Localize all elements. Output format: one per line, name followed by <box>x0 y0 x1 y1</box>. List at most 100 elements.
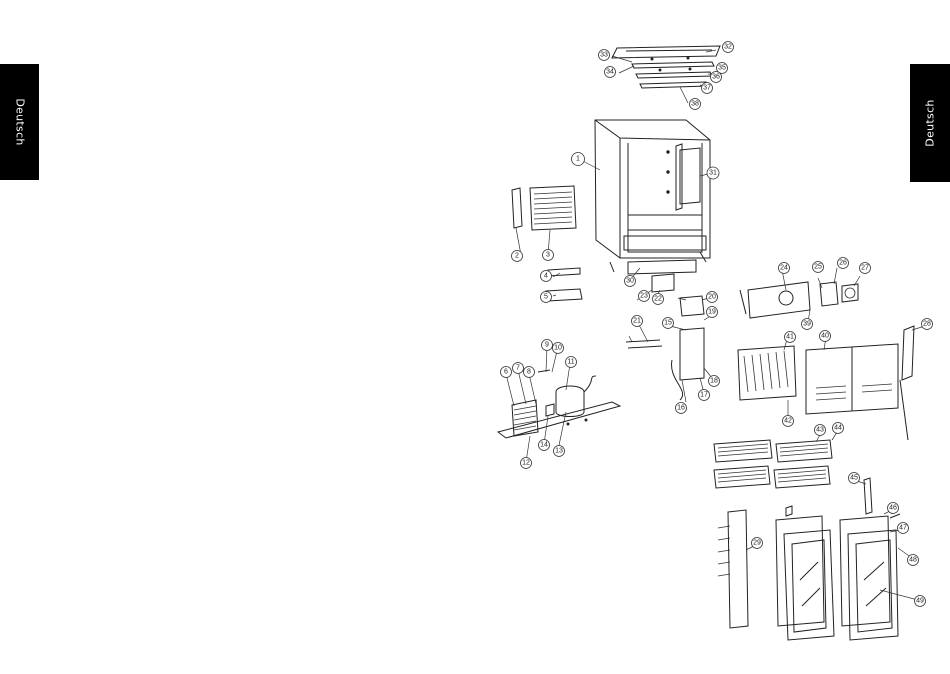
callout-18: 18 <box>709 376 720 387</box>
callout-14: 14 <box>539 440 550 451</box>
svg-text:20: 20 <box>708 294 716 301</box>
svg-text:17: 17 <box>700 392 708 399</box>
callout-12: 12 <box>521 458 532 469</box>
svg-text:31: 31 <box>709 170 717 177</box>
callout-11: 11 <box>566 357 577 368</box>
callout-13: 13 <box>554 446 565 457</box>
callout-26: 26 <box>838 258 849 269</box>
callout-40: 40 <box>820 331 831 342</box>
svg-text:49: 49 <box>916 598 924 605</box>
svg-text:25: 25 <box>814 264 822 271</box>
svg-text:3: 3 <box>546 252 550 259</box>
callout-1: 1 <box>572 153 585 166</box>
callout-47: 47 <box>898 523 909 534</box>
svg-text:16: 16 <box>677 405 685 412</box>
glass-doors <box>718 506 900 640</box>
callout-8: 8 <box>524 367 535 378</box>
callout-17: 17 <box>699 390 710 401</box>
callout-46: 46 <box>888 503 899 514</box>
svg-text:36: 36 <box>712 74 720 81</box>
svg-text:28: 28 <box>923 321 931 328</box>
callout-34: 34 <box>605 67 616 78</box>
svg-text:22: 22 <box>654 296 662 303</box>
svg-text:43: 43 <box>816 427 824 434</box>
svg-text:19: 19 <box>708 309 716 316</box>
callout-24: 24 <box>779 263 790 274</box>
callout-28: 28 <box>922 319 933 330</box>
callout-10: 10 <box>553 343 564 354</box>
callout-27: 27 <box>860 263 871 274</box>
svg-text:11: 11 <box>567 359 574 366</box>
svg-text:26: 26 <box>839 260 847 267</box>
svg-text:13: 13 <box>555 448 563 455</box>
svg-text:10: 10 <box>554 345 562 352</box>
callout-15: 15 <box>663 318 674 329</box>
svg-text:8: 8 <box>527 369 531 376</box>
svg-text:47: 47 <box>899 525 907 532</box>
callout-44: 44 <box>833 423 844 434</box>
callout-25: 25 <box>813 262 824 273</box>
callout-45: 45 <box>849 473 860 484</box>
callout-19: 19 <box>707 307 718 318</box>
compressor-base-assembly <box>498 370 620 438</box>
svg-text:32: 32 <box>724 44 732 51</box>
callout-36: 36 <box>711 72 722 83</box>
svg-text:44: 44 <box>834 425 842 432</box>
callout-6: 6 <box>501 367 512 378</box>
callout-48: 48 <box>908 555 919 566</box>
callout-3: 3 <box>543 250 554 261</box>
svg-text:12: 12 <box>522 460 530 467</box>
cabinet-body <box>595 120 710 258</box>
callout-38: 38 <box>690 99 701 110</box>
front-grille-parts <box>512 186 582 301</box>
svg-text:2: 2 <box>515 253 519 260</box>
svg-text:6: 6 <box>504 369 508 376</box>
callout-7: 7 <box>513 363 524 374</box>
leader-lines <box>506 50 925 600</box>
svg-text:42: 42 <box>784 418 792 425</box>
callout-42: 42 <box>783 416 794 427</box>
svg-text:4: 4 <box>544 273 548 280</box>
callout-29: 29 <box>752 538 763 549</box>
svg-text:7: 7 <box>516 365 520 372</box>
svg-text:33: 33 <box>600 52 608 59</box>
callout-16: 16 <box>676 403 687 414</box>
callout-43: 43 <box>815 425 826 436</box>
callout-5: 5 <box>541 292 552 303</box>
callout-9: 9 <box>542 340 553 351</box>
svg-text:5: 5 <box>544 294 548 301</box>
callout-21: 21 <box>632 316 643 327</box>
evaporator-assembly <box>738 282 914 440</box>
svg-text:1: 1 <box>576 156 580 163</box>
svg-text:30: 30 <box>626 278 634 285</box>
callout-49: 49 <box>915 596 926 607</box>
svg-text:39: 39 <box>803 321 811 328</box>
callout-39: 39 <box>802 319 813 330</box>
svg-text:21: 21 <box>633 318 641 325</box>
svg-text:37: 37 <box>703 85 711 92</box>
top-panel-assembly <box>612 46 720 88</box>
svg-text:35: 35 <box>718 65 726 72</box>
svg-text:41: 41 <box>786 334 794 341</box>
svg-text:40: 40 <box>821 333 829 340</box>
svg-text:9: 9 <box>545 342 549 349</box>
svg-text:48: 48 <box>909 557 917 564</box>
callout-22: 22 <box>653 294 664 305</box>
callout-23: 23 <box>639 291 650 302</box>
callout-2: 2 <box>512 251 523 262</box>
callout-33: 33 <box>599 50 610 61</box>
svg-text:27: 27 <box>861 265 869 272</box>
fan-and-control-parts <box>610 252 706 400</box>
svg-text:14: 14 <box>540 442 548 449</box>
callout-30: 30 <box>625 276 636 287</box>
svg-text:23: 23 <box>640 293 648 300</box>
callout-41: 41 <box>785 332 796 343</box>
svg-text:24: 24 <box>780 265 788 272</box>
svg-text:18: 18 <box>710 378 718 385</box>
callout-31: 31 <box>707 167 719 179</box>
svg-text:45: 45 <box>850 475 858 482</box>
svg-text:29: 29 <box>753 540 761 547</box>
callout-37: 37 <box>702 83 713 94</box>
